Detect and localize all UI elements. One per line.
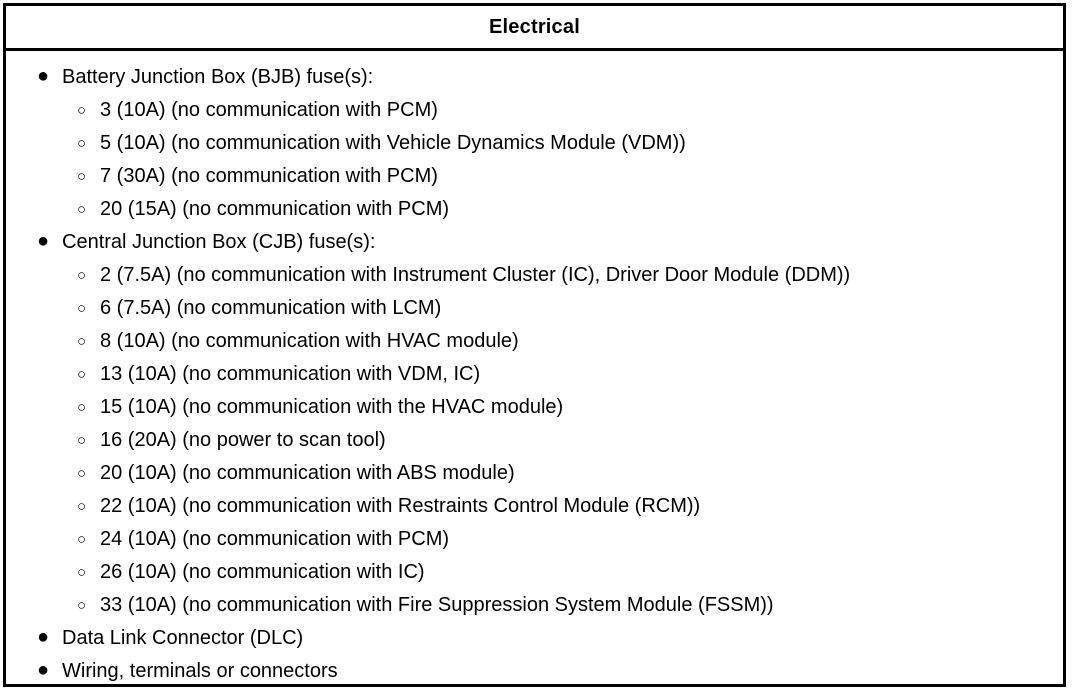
list-item-label: Data Link Connector (DLC) [62,627,304,649]
list-item-label: 15 (10A) (no communication with the HVAC… [100,396,564,418]
list-item-label: 13 (10A) (no communication with VDM, IC) [100,363,481,385]
list-item-label: 24 (10A) (no communication with PCM) [100,528,450,550]
bullet-circle-icon: ○ [77,300,87,317]
list-item: ○ 3 (10A) (no communication with PCM) [6,94,1063,127]
table-header: Electrical [6,6,1063,51]
list-item: ● Battery Junction Box (BJB) fuse(s): [6,61,1063,94]
bullet-circle-icon: ○ [77,168,87,185]
list-item: ○ 6 (7.5A) (no communication with LCM) [6,292,1063,325]
bullet-circle-icon: ○ [77,531,87,548]
list-item: ○ 20 (10A) (no communication with ABS mod… [6,457,1063,490]
bullet-circle-icon: ○ [77,366,87,383]
list-item-label: 6 (7.5A) (no communication with LCM) [100,297,442,319]
bullet-disc-icon: ● [37,659,50,681]
list-item-label: Wiring, terminals or connectors [62,660,338,682]
list-item: ○ 24 (10A) (no communication with PCM) [6,523,1063,556]
list-item: ○ 8 (10A) (no communication with HVAC mod… [6,325,1063,358]
list-item: ● Central Junction Box (CJB) fuse(s): [6,226,1063,259]
bullet-circle-icon: ○ [77,498,87,515]
list-item: ○ 26 (10A) (no communication with IC) [6,556,1063,589]
list-item: ○ 13 (10A) (no communication with VDM, IC… [6,358,1063,391]
list-item-label: 22 (10A) (no communication with Restrain… [100,495,701,517]
bullet-circle-icon: ○ [77,201,87,218]
bullet-circle-icon: ○ [77,432,87,449]
list-item: ● Data Link Connector (DLC) [6,622,1063,655]
list-item-label: 16 (20A) (no power to scan tool) [100,429,386,451]
bullet-circle-icon: ○ [77,465,87,482]
list-item-label: 3 (10A) (no communication with PCM) [100,99,438,121]
list-item: ○ 2 (7.5A) (no communication with Instrum… [6,259,1063,292]
table-body: ● Battery Junction Box (BJB) fuse(s): ○ 3 (… [6,61,1063,688]
list-item: ○ 20 (15A) (no communication with PCM) [6,193,1063,226]
list-item-label: Central Junction Box (CJB) fuse(s): [62,231,376,253]
list-item: ○ 7 (30A) (no communication with PCM) [6,160,1063,193]
bullet-circle-icon: ○ [77,597,87,614]
list-item-label: 5 (10A) (no communication with Vehicle D… [100,132,686,154]
list-item-label: 2 (7.5A) (no communication with Instrume… [100,264,851,286]
electrical-table: Electrical ● Battery Junction Box (BJB) f… [3,3,1066,687]
bullet-disc-icon: ● [37,626,50,648]
list-item-label: 33 (10A) (no communication with Fire Sup… [100,594,774,616]
list-item: ○ 15 (10A) (no communication with the HVA… [6,391,1063,424]
bullet-circle-icon: ○ [77,135,87,152]
bullet-circle-icon: ○ [77,102,87,119]
list-item-label: 26 (10A) (no communication with IC) [100,561,425,583]
list-item: ○ 22 (10A) (no communication with Restrai… [6,490,1063,523]
list-item-label: 20 (10A) (no communication with ABS modu… [100,462,515,484]
list-item: ○ 5 (10A) (no communication with Vehicle … [6,127,1063,160]
list-item: ○ 16 (20A) (no power to scan tool) [6,424,1063,457]
bullet-circle-icon: ○ [77,333,87,350]
list-item: ● Wiring, terminals or connectors [6,655,1063,688]
table-header-title: Electrical [489,16,580,38]
list-item-label: 20 (15A) (no communication with PCM) [100,198,450,220]
bullet-circle-icon: ○ [77,399,87,416]
bullet-circle-icon: ○ [77,267,87,284]
bullet-disc-icon: ● [37,230,50,252]
bullet-circle-icon: ○ [77,564,87,581]
list-item-label: 8 (10A) (no communication with HVAC modu… [100,330,519,352]
list-item: ○ 33 (10A) (no communication with Fire Su… [6,589,1063,622]
list-item-label: 7 (30A) (no communication with PCM) [100,165,438,187]
bullet-disc-icon: ● [37,65,50,87]
list-item-label: Battery Junction Box (BJB) fuse(s): [62,66,374,88]
